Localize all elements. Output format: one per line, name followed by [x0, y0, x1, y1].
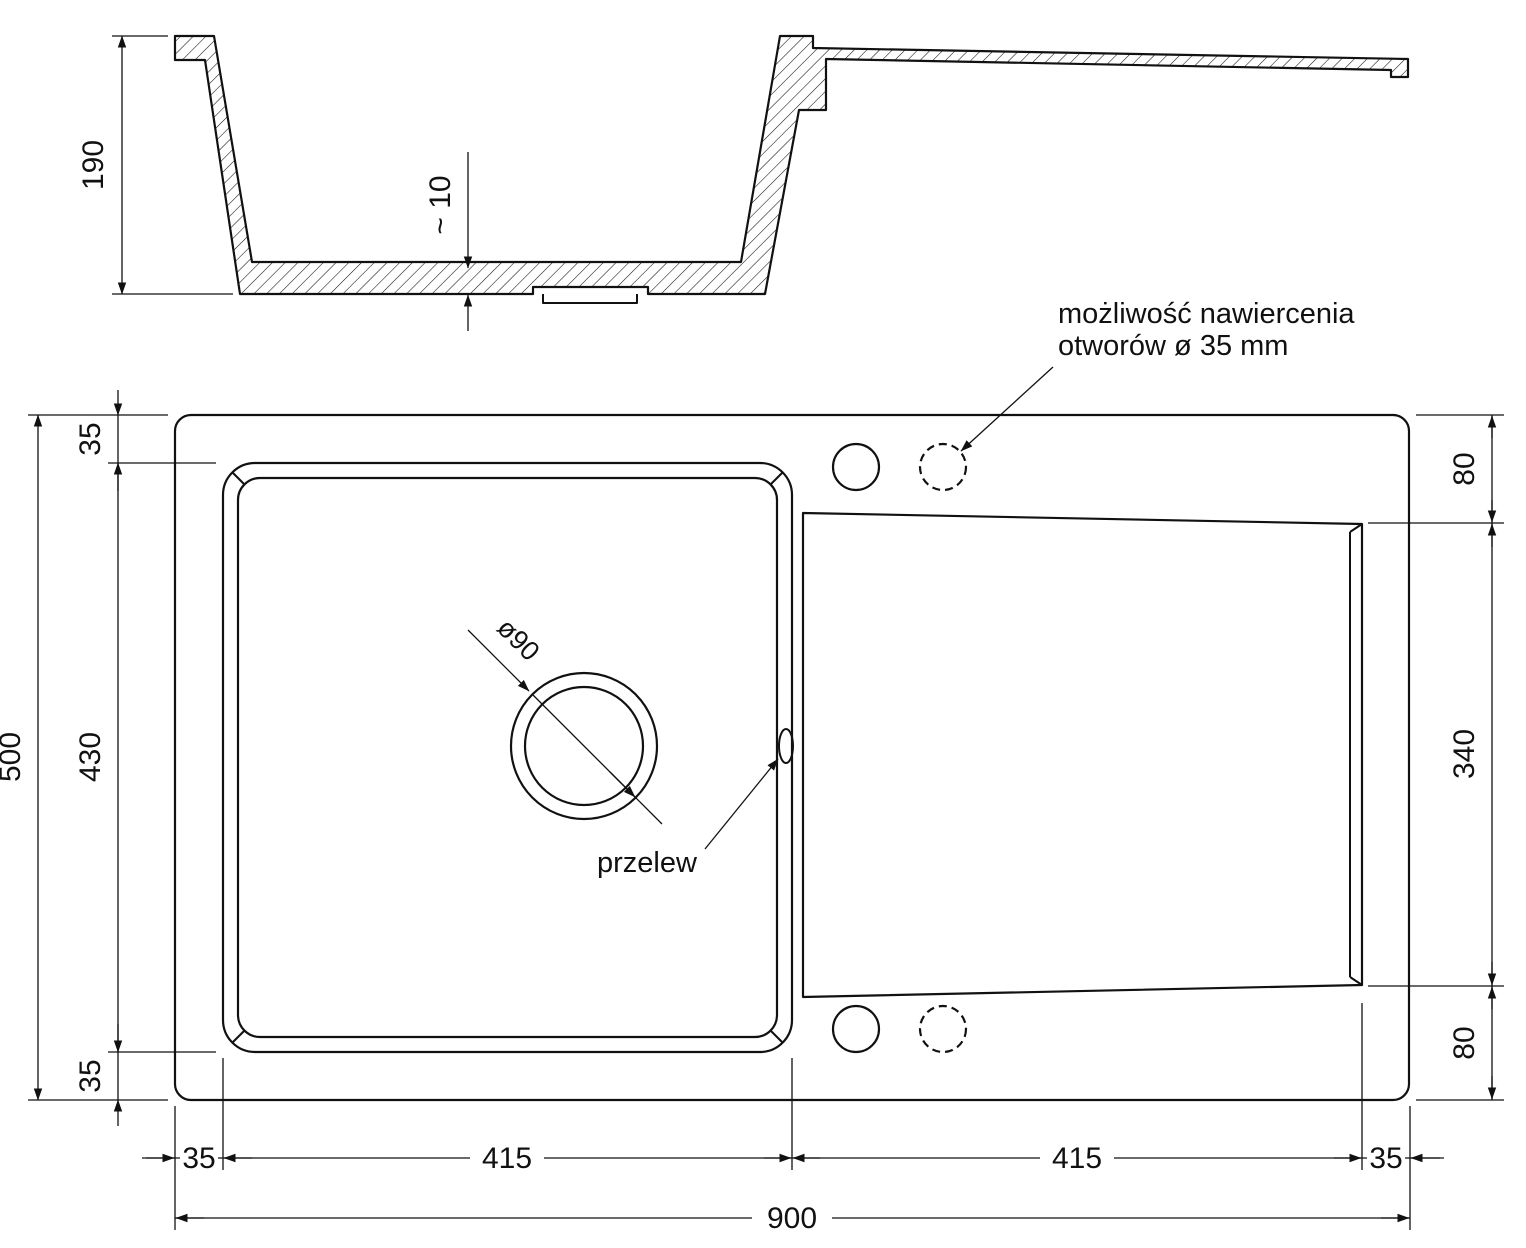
- dim-left-margin-top-label: 35: [74, 422, 107, 455]
- overflow-label: przelew: [597, 847, 698, 879]
- label-background: [470, 1141, 544, 1175]
- sink-profile-hatched: [173, 34, 1410, 296]
- dim-left-margin-bottom-label: 35: [74, 1059, 107, 1092]
- bowl-corner-tick: [232, 472, 246, 486]
- bowl-outer-edge: [221, 461, 794, 1054]
- label-background: [1040, 1141, 1114, 1175]
- drainboard-corner-tick: [1349, 523, 1363, 533]
- dim-drainboard-height-label: 340: [1448, 729, 1481, 779]
- dim-depth-label: 190: [77, 140, 110, 190]
- drainboard-outline: [801, 511, 1364, 999]
- drain-diameter-arrow: [609, 771, 636, 798]
- plan-view: ø90 przelew możliwość nawiercenia otworó…: [173, 298, 1411, 1102]
- dim-bowl-height-label: 430: [74, 732, 107, 782]
- dim-bowl-width-label: 415: [482, 1142, 532, 1175]
- drain-fitting-profile: [542, 294, 638, 304]
- cross-section-view: 190 ~ 10: [77, 34, 1410, 331]
- bowl-corner-tick: [232, 1029, 246, 1043]
- label-background: [1367, 1141, 1405, 1175]
- faucet-hole-bottom: [831, 1004, 881, 1054]
- label-background: [752, 1201, 832, 1235]
- drain-inner-circle: [523, 685, 645, 807]
- bowl-inner-edge: [236, 476, 779, 1039]
- optional-hole-bottom: [918, 1004, 968, 1054]
- bowl-corner-tick: [769, 1029, 783, 1043]
- dim-right-bottom-label: 80: [1448, 1026, 1481, 1059]
- drainboard-corner-tick: [1349, 976, 1363, 986]
- dim-drainboard-width-label: 415: [1052, 1142, 1102, 1175]
- dim-total-height-label: 500: [0, 732, 27, 782]
- drain-outer-circle: [509, 671, 659, 821]
- drain-diameter-line: [532, 694, 663, 825]
- drain-diameter-label: ø90: [491, 613, 545, 667]
- drill-note-line1: możliwość nawiercenia: [1058, 298, 1355, 330]
- label-background: [180, 1141, 218, 1175]
- dim-bottom-right-margin-label: 35: [1369, 1142, 1402, 1175]
- dim-thickness-label: ~ 10: [424, 175, 457, 234]
- bowl-corner-tick: [769, 472, 783, 486]
- optional-hole-top: [918, 442, 968, 492]
- drain-diameter-leader: [467, 629, 530, 692]
- plan-dimensions: 500 35 430 35 80 340 80 35: [0, 390, 1504, 1235]
- dim-bottom-left-margin-label: 35: [182, 1142, 215, 1175]
- dim-total-width-label: 900: [767, 1202, 817, 1235]
- overflow-opening: [778, 728, 794, 764]
- drill-note-leader: [960, 366, 1054, 452]
- faucet-hole-top: [831, 442, 881, 492]
- dim-right-top-label: 80: [1448, 452, 1481, 485]
- overflow-leader: [704, 758, 779, 850]
- drill-note-line2: otworów ø 35 mm: [1058, 330, 1288, 362]
